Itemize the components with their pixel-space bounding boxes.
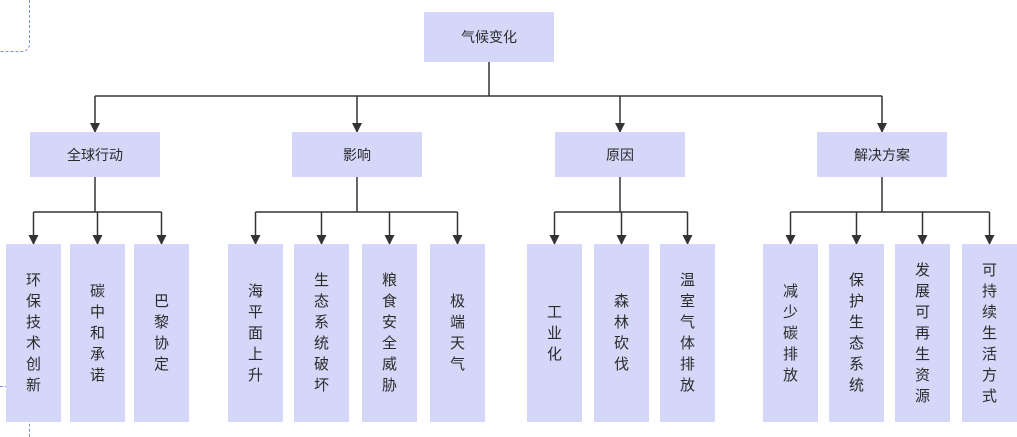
node-leaf-2-2[interactable]: 温室气体排放 bbox=[660, 244, 715, 422]
node-root-label: 气候变化 bbox=[461, 30, 517, 46]
node-leaf-0-0-label: 环保技术创新 bbox=[25, 271, 41, 394]
node-branch-1-label: 影响 bbox=[343, 147, 371, 164]
node-leaf-0-2[interactable]: 巴黎协定 bbox=[134, 244, 189, 422]
node-leaf-0-0[interactable]: 环保技术创新 bbox=[6, 244, 61, 422]
node-leaf-0-2-label: 巴黎协定 bbox=[153, 292, 169, 373]
node-root[interactable]: 气候变化 bbox=[424, 12, 554, 62]
node-leaf-3-3[interactable]: 可持续生活方式 bbox=[962, 244, 1017, 422]
node-leaf-0-1[interactable]: 碳中和承诺 bbox=[70, 244, 125, 422]
node-leaf-3-0[interactable]: 减少碳排放 bbox=[763, 244, 818, 422]
node-leaf-2-0[interactable]: 工业化 bbox=[527, 244, 582, 422]
node-leaf-3-0-label: 减少碳排放 bbox=[782, 281, 798, 384]
node-leaf-2-1-label: 森林砍伐 bbox=[613, 292, 629, 373]
dashed-frame-top-left bbox=[0, 0, 30, 52]
node-leaf-1-0[interactable]: 海平面上升 bbox=[228, 244, 283, 422]
node-branch-3-label: 解决方案 bbox=[854, 147, 910, 164]
node-branch-3[interactable]: 解决方案 bbox=[817, 132, 947, 177]
connector-lines bbox=[28, 62, 995, 245]
node-leaf-3-2-label: 发展可再生资源 bbox=[914, 260, 930, 405]
node-leaf-1-0-label: 海平面上升 bbox=[247, 281, 263, 384]
node-branch-2[interactable]: 原因 bbox=[555, 132, 685, 177]
node-branch-1[interactable]: 影响 bbox=[292, 132, 422, 177]
node-leaf-2-0-label: 工业化 bbox=[546, 302, 562, 363]
node-leaf-1-3[interactable]: 极端天气 bbox=[430, 244, 485, 422]
node-branch-0[interactable]: 全球行动 bbox=[30, 132, 160, 177]
node-leaf-1-1-label: 生态系统破坏 bbox=[313, 271, 329, 394]
node-leaf-3-2[interactable]: 发展可再生资源 bbox=[895, 244, 950, 422]
node-branch-2-label: 原因 bbox=[606, 147, 634, 164]
node-leaf-1-2[interactable]: 粮食安全威胁 bbox=[362, 244, 417, 422]
node-leaf-2-2-label: 温室气体排放 bbox=[679, 271, 695, 394]
node-leaf-3-1[interactable]: 保护生态系统 bbox=[829, 244, 884, 422]
node-leaf-1-3-label: 极端天气 bbox=[449, 292, 465, 373]
node-leaf-3-3-label: 可持续生活方式 bbox=[981, 260, 997, 405]
node-leaf-1-1[interactable]: 生态系统破坏 bbox=[294, 244, 349, 422]
node-leaf-2-1[interactable]: 森林砍伐 bbox=[594, 244, 649, 422]
node-leaf-1-2-label: 粮食安全威胁 bbox=[381, 271, 397, 394]
node-leaf-0-1-label: 碳中和承诺 bbox=[89, 281, 105, 384]
node-leaf-3-1-label: 保护生态系统 bbox=[848, 271, 864, 394]
node-branch-0-label: 全球行动 bbox=[67, 147, 123, 164]
